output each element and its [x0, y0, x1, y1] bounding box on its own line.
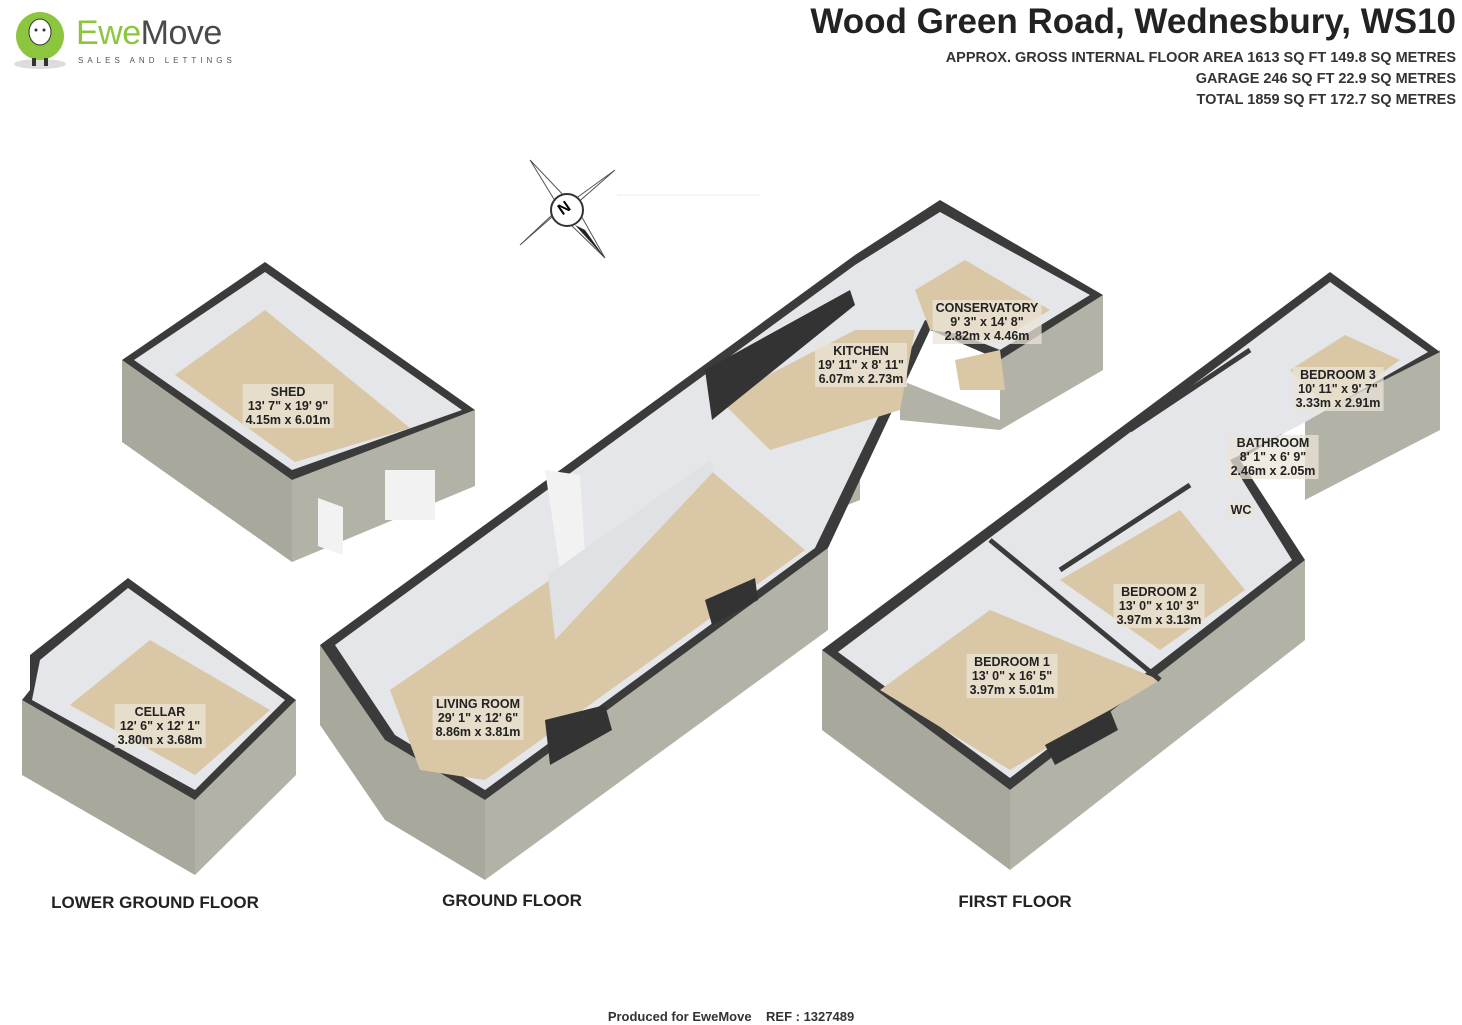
room-size-metric: 2.82m x 4.46m: [944, 329, 1030, 343]
room-size-imperial: 29' 1" x 12' 6": [437, 711, 519, 725]
room-size-imperial: 9' 3" x 14' 8": [950, 315, 1024, 329]
room-name: LIVING ROOM: [435, 697, 521, 711]
floor-label-ground: GROUND FLOOR: [442, 891, 582, 910]
sheep-icon: [14, 12, 66, 69]
compass-icon: [519, 159, 760, 259]
room-label-bedroom-1: BEDROOM 1 13' 0" x 16' 5" 3.97m x 5.01m: [966, 654, 1058, 698]
room-label-bedroom-3: BEDROOM 3 10' 11" x 9' 7" 3.33m x 2.91m: [1292, 367, 1384, 411]
brand-tagline: SALES AND LETTINGS: [78, 56, 236, 65]
room-size-metric: 3.97m x 3.13m: [1116, 613, 1202, 627]
room-size-imperial: 12' 6" x 12' 1": [119, 719, 201, 733]
room-size-metric: 8.86m x 3.81m: [435, 725, 521, 739]
room-label-bathroom: BATHROOM 8' 1" x 6' 9" 2.46m x 2.05m: [1227, 435, 1319, 479]
room-label-conservatory: CONSERVATORY 9' 3" x 14' 8" 2.82m x 4.46…: [932, 300, 1042, 344]
room-size-imperial: 19' 11" x 8' 11": [818, 358, 904, 372]
property-title: Wood Green Road, Wednesbury, WS10: [810, 2, 1456, 41]
room-label-bedroom-2: BEDROOM 2 13' 0" x 10' 3" 3.97m x 3.13m: [1113, 584, 1205, 628]
room-label-wc: WC: [1227, 502, 1255, 518]
room-size-imperial: 13' 7" x 19' 9": [247, 399, 329, 413]
shed-plan: [122, 262, 475, 562]
footer-ref: REF : 1327489: [766, 1009, 855, 1024]
brand-part-move: Move: [140, 14, 223, 52]
room-label-cellar: CELLAR 12' 6" x 12' 1" 3.80m x 3.68m: [114, 704, 206, 748]
room-name: WC: [1230, 503, 1252, 517]
room-name: CELLAR: [134, 705, 186, 719]
room-name: SHED: [270, 385, 306, 399]
room-name: BEDROOM 1: [974, 655, 1050, 669]
footer-produced: Produced for EweMove: [607, 1009, 752, 1024]
room-name: KITCHEN: [833, 344, 889, 358]
room-size-imperial: 8' 1" x 6' 9": [1239, 450, 1307, 464]
room-size-imperial: 13' 0" x 10' 3": [1118, 599, 1200, 613]
room-size-metric: 3.97m x 5.01m: [969, 683, 1055, 697]
room-name: BEDROOM 2: [1121, 585, 1197, 599]
room-size-metric: 6.07m x 2.73m: [818, 372, 904, 386]
room-label-living-room: LIVING ROOM 29' 1" x 12' 6" 8.86m x 3.81…: [432, 696, 524, 740]
room-name: BEDROOM 3: [1300, 368, 1376, 382]
room-size-imperial: 13' 0" x 16' 5": [971, 669, 1053, 683]
area-total: TOTAL 1859 SQ FT 172.7 SQ METRES: [1196, 92, 1456, 108]
room-size-metric: 4.15m x 6.01m: [245, 413, 331, 427]
footer: Produced for EweMove REF : 1327489: [0, 1009, 1462, 1024]
floor-label-lower-ground: LOWER GROUND FLOOR: [51, 893, 259, 912]
brand-part-ewe: Ewe: [76, 14, 141, 52]
room-size-metric: 3.80m x 3.68m: [117, 733, 203, 747]
room-name: CONSERVATORY: [935, 301, 1039, 315]
area-garage: GARAGE 246 SQ FT 22.9 SQ METRES: [1195, 71, 1456, 87]
room-label-kitchen: KITCHEN 19' 11" x 8' 11" 6.07m x 2.73m: [815, 343, 907, 387]
room-size-imperial: 10' 11" x 9' 7": [1298, 382, 1378, 396]
ewemove-logo: [8, 6, 248, 72]
room-size-metric: 3.33m x 2.91m: [1295, 396, 1381, 410]
room-name: BATHROOM: [1236, 436, 1310, 450]
floor-label-first: FIRST FLOOR: [958, 892, 1072, 911]
room-size-metric: 2.46m x 2.05m: [1230, 464, 1316, 478]
room-label-shed: SHED 13' 7" x 19' 9" 4.15m x 6.01m: [242, 384, 334, 428]
area-gross: APPROX. GROSS INTERNAL FLOOR AREA 1613 S…: [945, 50, 1456, 66]
brand-name: EweMove: [76, 14, 222, 53]
